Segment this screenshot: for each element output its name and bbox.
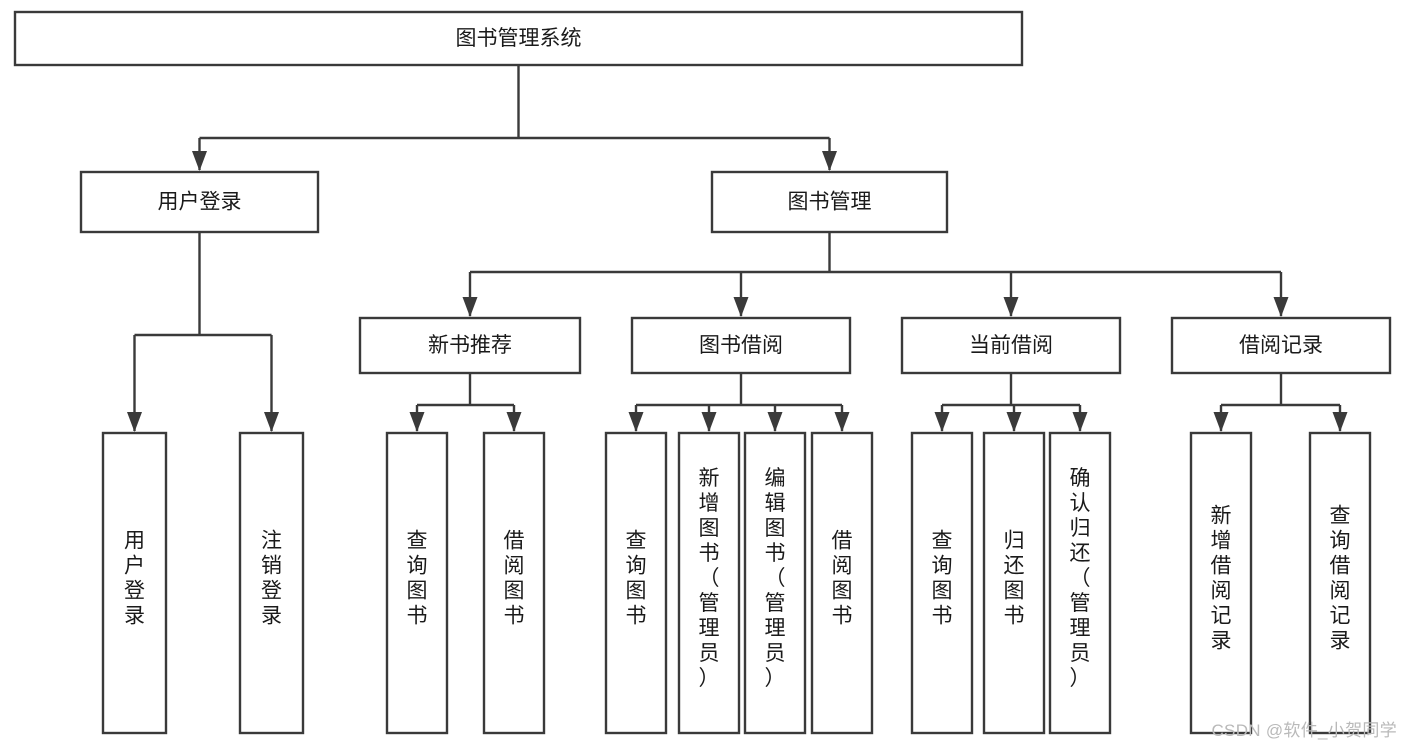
- node-label: 图书借阅: [699, 334, 783, 357]
- node-label: 归还图书: [1004, 530, 1025, 628]
- node-leaf-10[interactable]: 确认归还（管理员）: [1048, 431, 1112, 735]
- node-leaf-3[interactable]: 借阅图书: [482, 431, 546, 735]
- node-leaf-9[interactable]: 归还图书: [982, 431, 1046, 735]
- node-label: 新增图书（管理员）: [699, 467, 720, 690]
- node-label: 当前借阅: [969, 334, 1053, 357]
- node-leaf-5[interactable]: 新增图书（管理员）: [677, 431, 741, 735]
- node-rect[interactable]: [1308, 431, 1372, 735]
- arrow-head: [1003, 297, 1019, 317]
- node-label: 新增借阅记录: [1211, 505, 1232, 653]
- node-label: 新书推荐: [428, 334, 512, 357]
- node-label: 查询图书: [932, 530, 953, 628]
- node-rect[interactable]: [604, 431, 668, 735]
- node-level3-3[interactable]: 借阅记录: [1170, 316, 1392, 375]
- node-rect[interactable]: [982, 431, 1046, 735]
- node-leaf-1[interactable]: 注销登录: [238, 431, 305, 735]
- node-leaf-0[interactable]: 用户登录: [101, 431, 168, 735]
- node-rect[interactable]: [79, 170, 320, 234]
- node-rect[interactable]: [13, 10, 1024, 67]
- node-rect[interactable]: [710, 170, 949, 234]
- arrow-head: [1213, 412, 1229, 432]
- node-rect[interactable]: [482, 431, 546, 735]
- node-level3-0[interactable]: 新书推荐: [358, 316, 582, 375]
- arrow-head: [834, 412, 850, 432]
- node-label: 图书管理系统: [456, 27, 582, 50]
- node-rect[interactable]: [677, 431, 741, 735]
- arrow-head: [1072, 412, 1088, 432]
- arrow-head: [628, 412, 644, 432]
- node-leaf-4[interactable]: 查询图书: [604, 431, 668, 735]
- node-leaf-7[interactable]: 借阅图书: [810, 431, 874, 735]
- node-rect[interactable]: [630, 316, 852, 375]
- arrow-head: [127, 412, 142, 432]
- node-rect[interactable]: [238, 431, 305, 735]
- node-leaf-12[interactable]: 查询借阅记录: [1308, 431, 1372, 735]
- node-leaf-8[interactable]: 查询图书: [910, 431, 974, 735]
- node-leaf-2[interactable]: 查询图书: [385, 431, 449, 735]
- node-rect[interactable]: [1170, 316, 1392, 375]
- node-rect[interactable]: [900, 316, 1122, 375]
- arrow-head: [462, 297, 478, 317]
- node-root-book-management-system[interactable]: 图书管理系统: [13, 10, 1024, 67]
- node-level2-1[interactable]: 图书管理: [710, 170, 949, 234]
- arrow-head: [822, 151, 837, 171]
- arrow-head: [192, 151, 207, 171]
- node-label: 查询图书: [626, 530, 647, 628]
- node-label: 借阅图书: [832, 530, 853, 628]
- node-label: 用户登录: [158, 191, 242, 214]
- node-rect[interactable]: [358, 316, 582, 375]
- arrow-head: [733, 297, 749, 317]
- arrow-head: [506, 412, 522, 432]
- node-rect[interactable]: [743, 431, 807, 735]
- arrow-head: [701, 412, 717, 432]
- node-level3-2[interactable]: 当前借阅: [900, 316, 1122, 375]
- node-label: 查询借阅记录: [1330, 505, 1351, 653]
- node-rect[interactable]: [810, 431, 874, 735]
- arrow-head: [409, 412, 425, 432]
- node-label: 图书管理: [788, 191, 872, 214]
- node-label: 借阅记录: [1239, 334, 1323, 357]
- node-leaf-11[interactable]: 新增借阅记录: [1189, 431, 1253, 735]
- node-level2-0[interactable]: 用户登录: [79, 170, 320, 234]
- node-layer: 图书管理系统用户登录图书管理新书推荐图书借阅当前借阅借阅记录用户登录注销登录查询…: [13, 10, 1392, 735]
- arrow-head: [1273, 297, 1289, 317]
- node-rect[interactable]: [101, 431, 168, 735]
- arrow-head: [264, 412, 279, 432]
- arrow-head: [1332, 412, 1348, 432]
- node-label: 用户登录: [124, 530, 145, 628]
- node-label: 确认归还（管理员）: [1070, 467, 1091, 690]
- node-rect[interactable]: [385, 431, 449, 735]
- node-label: 查询图书: [407, 530, 428, 628]
- arrow-head: [934, 412, 950, 432]
- node-label: 注销登录: [261, 530, 282, 628]
- node-label: 编辑图书（管理员）: [765, 467, 786, 690]
- node-level3-1[interactable]: 图书借阅: [630, 316, 852, 375]
- node-label: 借阅图书: [504, 530, 525, 628]
- connector-layer: [127, 65, 1348, 432]
- node-leaf-6[interactable]: 编辑图书（管理员）: [743, 431, 807, 735]
- node-rect[interactable]: [1189, 431, 1253, 735]
- arrow-head: [1006, 412, 1022, 432]
- node-rect[interactable]: [910, 431, 974, 735]
- arrow-head: [767, 412, 783, 432]
- node-rect[interactable]: [1048, 431, 1112, 735]
